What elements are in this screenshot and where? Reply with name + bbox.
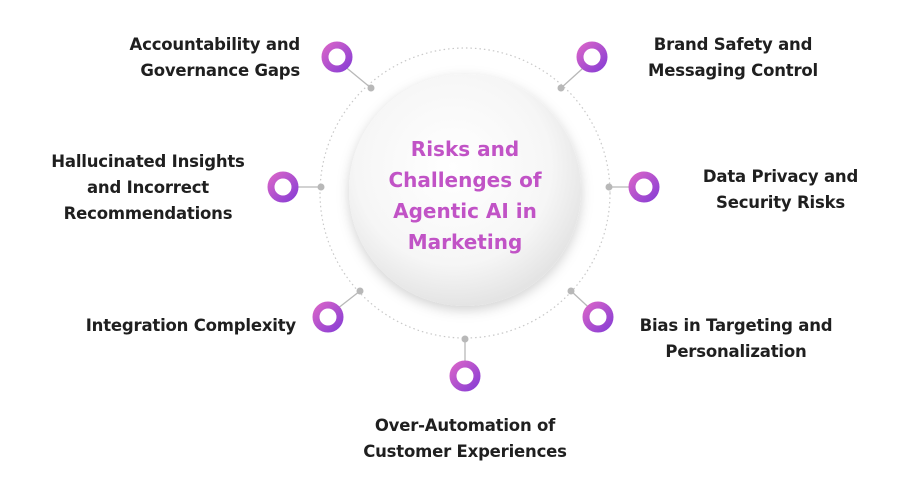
node-ring-3-icon: [267, 171, 299, 203]
center-hub: [349, 74, 581, 306]
item-label-brand-safety: Brand Safety and Messaging Control: [648, 35, 818, 80]
center-title: Risks and Challenges of Agentic AI in Ma…: [388, 137, 542, 254]
node-ring-6-icon: [582, 301, 614, 333]
item-label-data-privacy: Data Privacy and Security Risks: [702, 167, 859, 212]
node-ring-4-icon: [628, 171, 660, 203]
orbit-ring: [319, 47, 611, 339]
node-ring-2-icon: [576, 41, 608, 73]
item-label-hallucinated-insights: Hallucinated Insights and Incorrect Reco…: [51, 152, 245, 223]
item-label-integration-complexity: Integration Complexity: [85, 316, 296, 335]
node-ring-5-icon: [312, 301, 344, 333]
node-ring-7-icon: [449, 360, 481, 392]
node-ring-1-icon: [321, 41, 353, 73]
item-label-bias-targeting: Bias in Targeting and Personalization: [639, 316, 833, 361]
item-label-accountability: Accountability and Governance Gaps: [129, 35, 301, 80]
item-label-over-automation: Over-Automation of Customer Experiences: [363, 416, 567, 461]
